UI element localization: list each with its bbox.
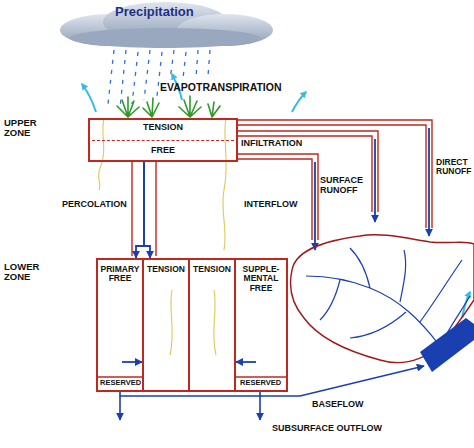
cloud: [60, 2, 273, 48]
subsurface-outflow-arrow: [259, 396, 261, 420]
primary-free-tank: PRIMARY FREE: [96, 258, 144, 392]
flow-label: DIRECT RUNOFF: [436, 158, 472, 177]
rain: [108, 50, 210, 108]
baseflow-arrow: [259, 392, 261, 396]
rain-streak: [144, 50, 150, 100]
flow-label: BASEFLOW: [312, 400, 364, 410]
percolation-pipe: [155, 162, 156, 256]
zone-name: TENSION: [146, 265, 186, 274]
tension-tank: TENSION: [142, 258, 190, 392]
stream: [350, 248, 370, 288]
stream: [320, 280, 340, 320]
interflow-pipe: [238, 159, 312, 240]
percolation-pipe: [131, 162, 132, 256]
evaporation-arrow: [82, 84, 96, 112]
stream: [350, 312, 406, 338]
evaporation-arrow: [292, 92, 306, 112]
compartment-label: RESERVED: [240, 379, 281, 387]
flow-arrow: [144, 162, 150, 258]
direct-runoff-pipe: [238, 120, 432, 228]
evaporation-arrow: [462, 292, 470, 318]
surface-runoff-arrow: [374, 139, 376, 222]
stream: [420, 260, 462, 322]
zone-label: UPPER ZONE: [4, 118, 50, 139]
root: [170, 290, 172, 355]
stream: [400, 250, 406, 302]
rain-streak: [132, 52, 138, 104]
reserved-line: [234, 376, 288, 377]
stream-network: [306, 248, 470, 346]
subsurface-outflow-arrow: [119, 396, 121, 420]
compartment-label: RESERVED: [100, 379, 141, 387]
direct-runoff-pipe: [238, 125, 426, 228]
process-label: EVAPOTRANSPIRATION: [160, 82, 282, 94]
flow-arrow: [122, 361, 142, 363]
root: [223, 118, 226, 250]
zone-label: LOWER ZONE: [4, 262, 50, 283]
direct-runoff-arrow: [428, 128, 430, 236]
rain-streak: [208, 50, 210, 76]
rain-streak: [183, 52, 186, 78]
reserved-line: [96, 376, 144, 377]
grass-tuft: [208, 102, 220, 117]
rain-streak: [108, 50, 114, 104]
outflow-arrows: [120, 366, 424, 420]
outlet: [420, 318, 474, 372]
grass-tuft: [143, 98, 159, 117]
zone-name: TENSION: [192, 265, 232, 274]
grass-tuft: [117, 97, 139, 117]
plants: [117, 96, 220, 117]
grass-tuft: [179, 96, 201, 117]
tension-tank: TENSION: [188, 258, 236, 392]
root: [99, 118, 104, 190]
zone-name: TENSION: [94, 123, 232, 133]
cloud-puff: [70, 28, 260, 48]
flow-label: INTERFLOW: [244, 200, 298, 210]
surface-runoff-pipe: [238, 136, 372, 212]
flow-arrow: [136, 162, 144, 258]
upper-zone-tank: TENSION FREE: [88, 118, 238, 162]
precipitation-title: Precipitation: [115, 5, 194, 19]
rain-streak: [120, 50, 126, 108]
flow-arrow: [236, 361, 256, 363]
evaporation-arrows: [82, 74, 470, 318]
rain-streak: [196, 50, 198, 78]
runoff-arrows: [315, 128, 429, 250]
zone-name: PRIMARY FREE: [100, 265, 140, 284]
zone-subname: FREE: [94, 146, 232, 156]
interflow-arrow: [314, 162, 316, 250]
reserved-lines: [96, 376, 288, 377]
flow-label: PERCOLATION: [62, 200, 127, 210]
interflow-pipe: [238, 154, 318, 240]
flow-label: INFILTRATION: [241, 139, 302, 149]
supplemental-free-tank: SUPPLE- MENTAL FREE: [234, 258, 288, 392]
flow-label: SURFACE RUNOFF: [320, 176, 368, 196]
root: [214, 290, 216, 355]
stream: [306, 276, 440, 346]
surface-runoff-pipe: [238, 131, 378, 212]
flow-label: SUBSURFACE OUTFLOW: [272, 424, 382, 434]
zone-name: SUPPLE- MENTAL FREE: [238, 265, 284, 293]
